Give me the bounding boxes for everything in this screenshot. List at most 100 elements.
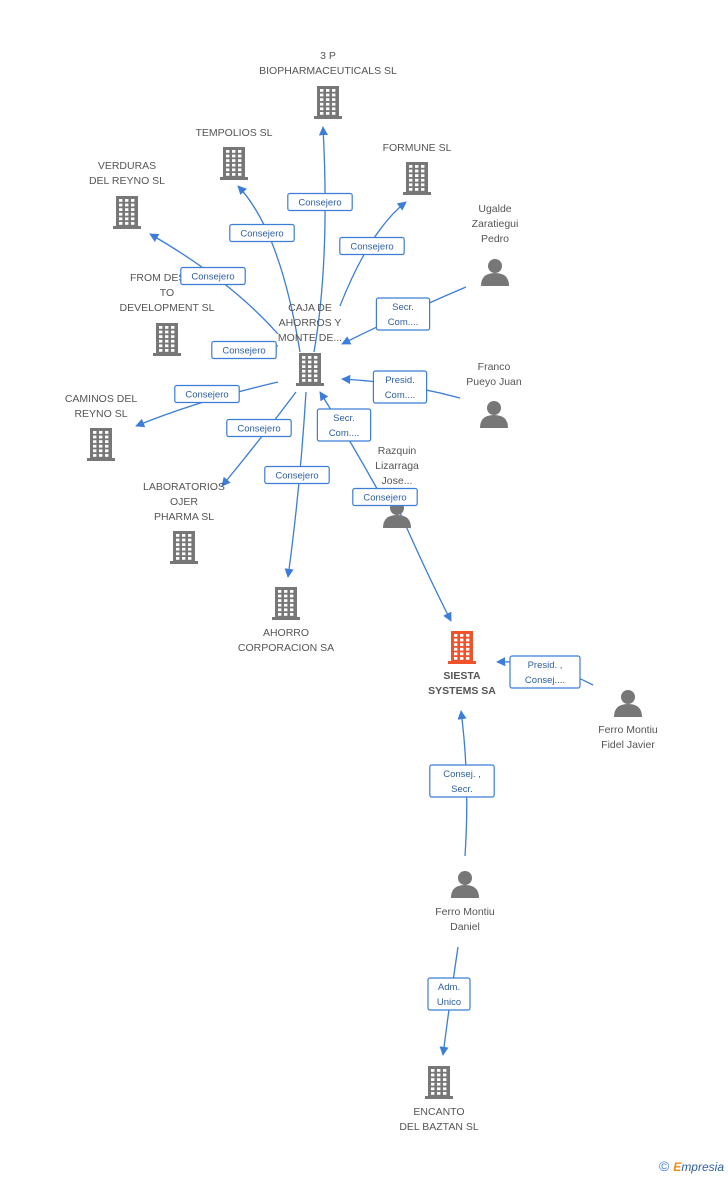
building-icon — [296, 353, 324, 386]
edge-label-box — [226, 418, 292, 438]
edge-label-caja-to-caminos[interactable]: Consejero — [174, 384, 240, 404]
edge-label-caja-to-3p[interactable]: Consejero — [287, 192, 353, 212]
edge-label-box — [211, 340, 277, 360]
node-label: SIESTA — [443, 670, 481, 682]
edge-label-box — [180, 266, 246, 286]
edge-label-box — [174, 384, 240, 404]
node-label: Franco — [478, 361, 511, 373]
node-label: TEMPOLIOS SL — [195, 127, 272, 139]
node-label: Ferro Montiu — [435, 906, 495, 918]
edge-label-caja-to-laboratorios[interactable]: Consejero — [226, 418, 292, 438]
edge-label-box — [287, 192, 353, 212]
node-label: DEL BAZTAN SL — [399, 1121, 479, 1133]
footer-brand: ©Empresia — [659, 1158, 724, 1174]
edge-label-text: Consejero — [350, 242, 393, 253]
edge-label-box — [339, 236, 405, 256]
nodes-layer: 3 P BIOPHARMACEUTICALS SL TEMPOLIOS SL FORM… — [65, 50, 658, 1133]
node-label: LABORATORIOS — [143, 481, 225, 493]
node-label: CORPORACION SA — [238, 642, 334, 654]
person-icon — [480, 401, 508, 428]
edge-label-text: Presid. , — [528, 660, 563, 671]
edge-label-ferrodaniel-to-encanto[interactable]: Adm. Unico — [427, 977, 471, 1011]
copyright-symbol: © — [658, 1158, 670, 1174]
edge-caja-to-tempolios — [237, 185, 301, 353]
node-tempolios[interactable]: TEMPOLIOS SL — [195, 127, 273, 180]
node-label: 3 P — [320, 50, 336, 62]
node-label: Pedro — [481, 233, 509, 245]
building-icon — [272, 587, 300, 620]
edge-label-text: Secr. — [333, 413, 355, 424]
building-icon — [403, 162, 431, 195]
node-verduras[interactable]: VERDURAS DEL REYNO SL — [89, 160, 165, 229]
edges-layer — [135, 126, 594, 1056]
edge-label-text: Consejero — [275, 471, 318, 482]
edge-label-caja-to-fromdesign[interactable]: Consejero — [211, 340, 277, 360]
node-label: VERDURAS — [98, 160, 156, 172]
edge-label-text: Consejero — [240, 229, 283, 240]
node-label: BIOPHARMACEUTICALS SL — [259, 65, 397, 77]
edge-label-text: Unico — [437, 997, 461, 1008]
edge-label-franco-to-caja[interactable]: Presid. Com.... — [372, 370, 428, 404]
edge-label-box — [372, 370, 428, 404]
edge-label-text: Com.... — [385, 390, 416, 401]
brand-name: mpresia — [681, 1160, 724, 1174]
edge-label-text: Consej.... — [525, 675, 565, 686]
node-label: TO — [160, 287, 174, 299]
node-label: PHARMA SL — [154, 511, 214, 523]
edge-label-text: Presid. — [385, 375, 415, 386]
edge-label-box — [352, 487, 418, 507]
edge-label-box — [229, 223, 295, 243]
node-siesta[interactable]: SIESTA SYSTEMS SA — [428, 631, 496, 697]
edge-label-ugalde-to-caja[interactable]: Secr.Com.... — [375, 297, 431, 331]
edge-label-box — [264, 465, 330, 485]
node-3p[interactable]: 3 P BIOPHARMACEUTICALS SL — [259, 50, 397, 119]
edge-label-caja-to-verduras[interactable]: Consejero — [180, 266, 246, 286]
building-icon — [87, 428, 115, 461]
edge-caja-to-laboratorios — [221, 391, 297, 487]
edge-label-text: Consejero — [185, 390, 228, 401]
node-formune[interactable]: FORMUNE SL — [383, 142, 452, 195]
edge-label-caja-to-tempolios[interactable]: Consejero — [229, 223, 295, 243]
person-icon — [451, 871, 479, 898]
edge-label-text: Consej. , — [443, 769, 481, 780]
edge-caja-to-3p — [313, 126, 328, 353]
edge-label-text: Consejero — [237, 424, 280, 435]
person-icon — [614, 690, 642, 717]
edge-label-ferrofidel-to-siesta[interactable]: Presid. , Consej.... — [509, 655, 581, 689]
node-label: REYNO SL — [74, 408, 127, 420]
node-ahorro[interactable]: AHORRO CORPORACION SA — [238, 587, 334, 654]
edge-label-ferrodaniel-to-siesta[interactable]: Consej. ,Secr. — [429, 764, 495, 798]
edge-label-razquin-to-caja[interactable]: Secr.Com.... — [316, 408, 372, 442]
edge-label-text: Secr. — [392, 302, 414, 313]
node-label: FORMUNE SL — [383, 142, 452, 154]
building-icon — [220, 147, 248, 180]
edge-label-box — [316, 408, 372, 442]
edge-label-caja-to-formune[interactable]: Consejero — [339, 236, 405, 256]
edge-label-text: Adm. — [438, 982, 460, 993]
node-razquin[interactable]: RazquinLizarragaJose... — [375, 445, 419, 528]
building-icon — [425, 1066, 453, 1099]
edge-label-box — [427, 977, 471, 1011]
building-icon — [153, 323, 181, 356]
node-label: Lizarraga — [375, 460, 419, 472]
node-label: AHORRO — [263, 627, 309, 639]
node-label: DEVELOPMENT SL — [120, 302, 215, 314]
edge-label-razquin-to-siesta[interactable]: Consejero — [352, 487, 418, 507]
edge-label-caja-to-ahorro[interactable]: Consejero — [264, 465, 330, 485]
node-label: SYSTEMS SA — [428, 685, 496, 697]
node-label: Zaratiegui — [472, 218, 519, 230]
node-label: CAJA DE — [288, 302, 332, 314]
node-label: Razquin — [378, 445, 417, 457]
node-label: Pueyo Juan — [466, 376, 522, 388]
edge-label-box — [509, 655, 581, 689]
node-label: DEL REYNO SL — [89, 175, 165, 187]
